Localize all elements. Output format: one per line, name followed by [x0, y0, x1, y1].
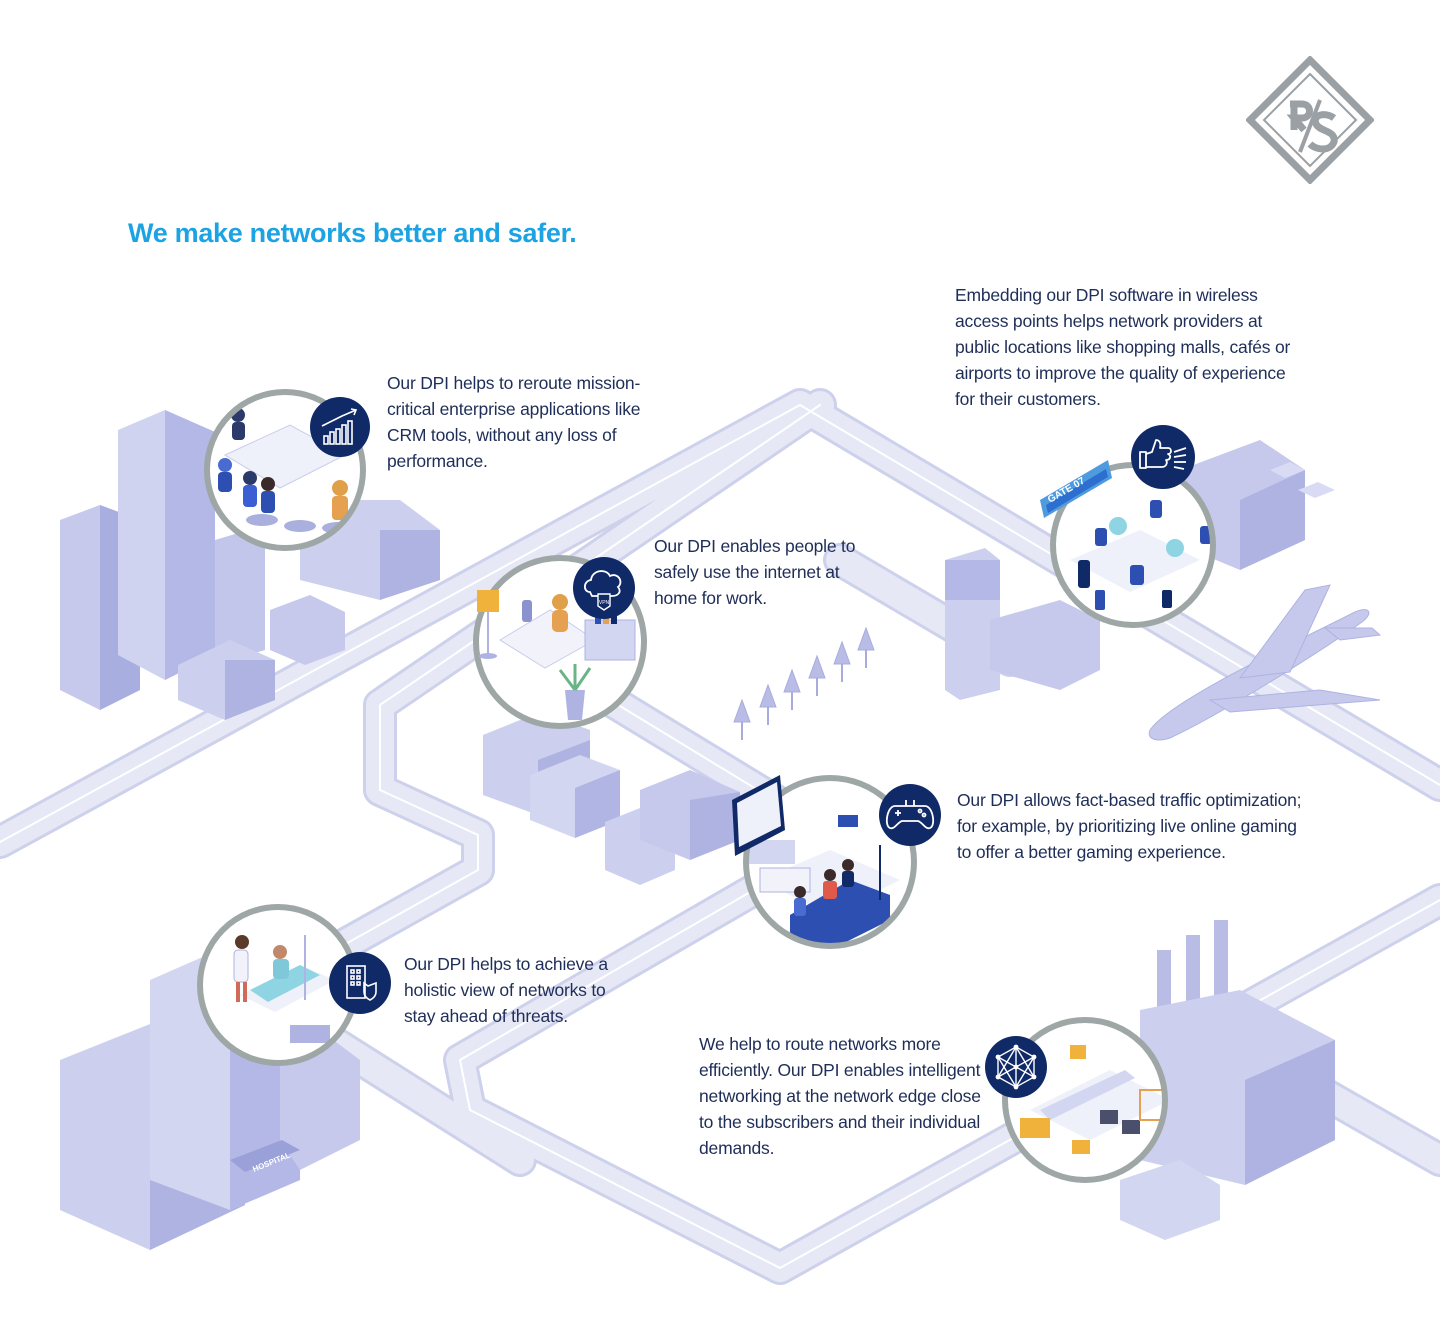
caption-home-office: Our DPI enables people to safely use the… [654, 536, 856, 608]
caption-industry: We help to route networks more efficient… [699, 1034, 981, 1158]
vpn-cloud-icon: VPN [573, 557, 635, 619]
rs-company-logo [1246, 56, 1374, 184]
tree-row [733, 626, 875, 740]
airplane [1148, 584, 1382, 741]
factory [1120, 920, 1335, 1240]
airport-buildings [945, 440, 1335, 700]
caption-gaming: Our DPI allows fact-based traffic optimi… [957, 790, 1302, 862]
hospital-room-vignette [197, 904, 359, 1066]
secure-building-icon [329, 952, 391, 1014]
home-office-vignette [473, 555, 647, 729]
caption-enterprise: Our DPI helps to reroute mission-critica… [387, 373, 641, 471]
caption-airport: Embedding our DPI software in wireless a… [955, 285, 1291, 409]
gamepad-icon [879, 784, 941, 846]
network-mesh-icon [985, 1036, 1047, 1098]
thumbs-up-icon [1131, 425, 1195, 489]
vpn-label: VPN [599, 600, 610, 606]
caption-hospital: Our DPI helps to achieve a holistic view… [404, 954, 608, 1026]
growth-chart-icon [310, 397, 370, 457]
residential-houses [483, 712, 740, 885]
headline: We make networks better and safer. [128, 218, 577, 248]
gaming-living-room-vignette [732, 775, 917, 949]
office-towers [60, 410, 440, 720]
